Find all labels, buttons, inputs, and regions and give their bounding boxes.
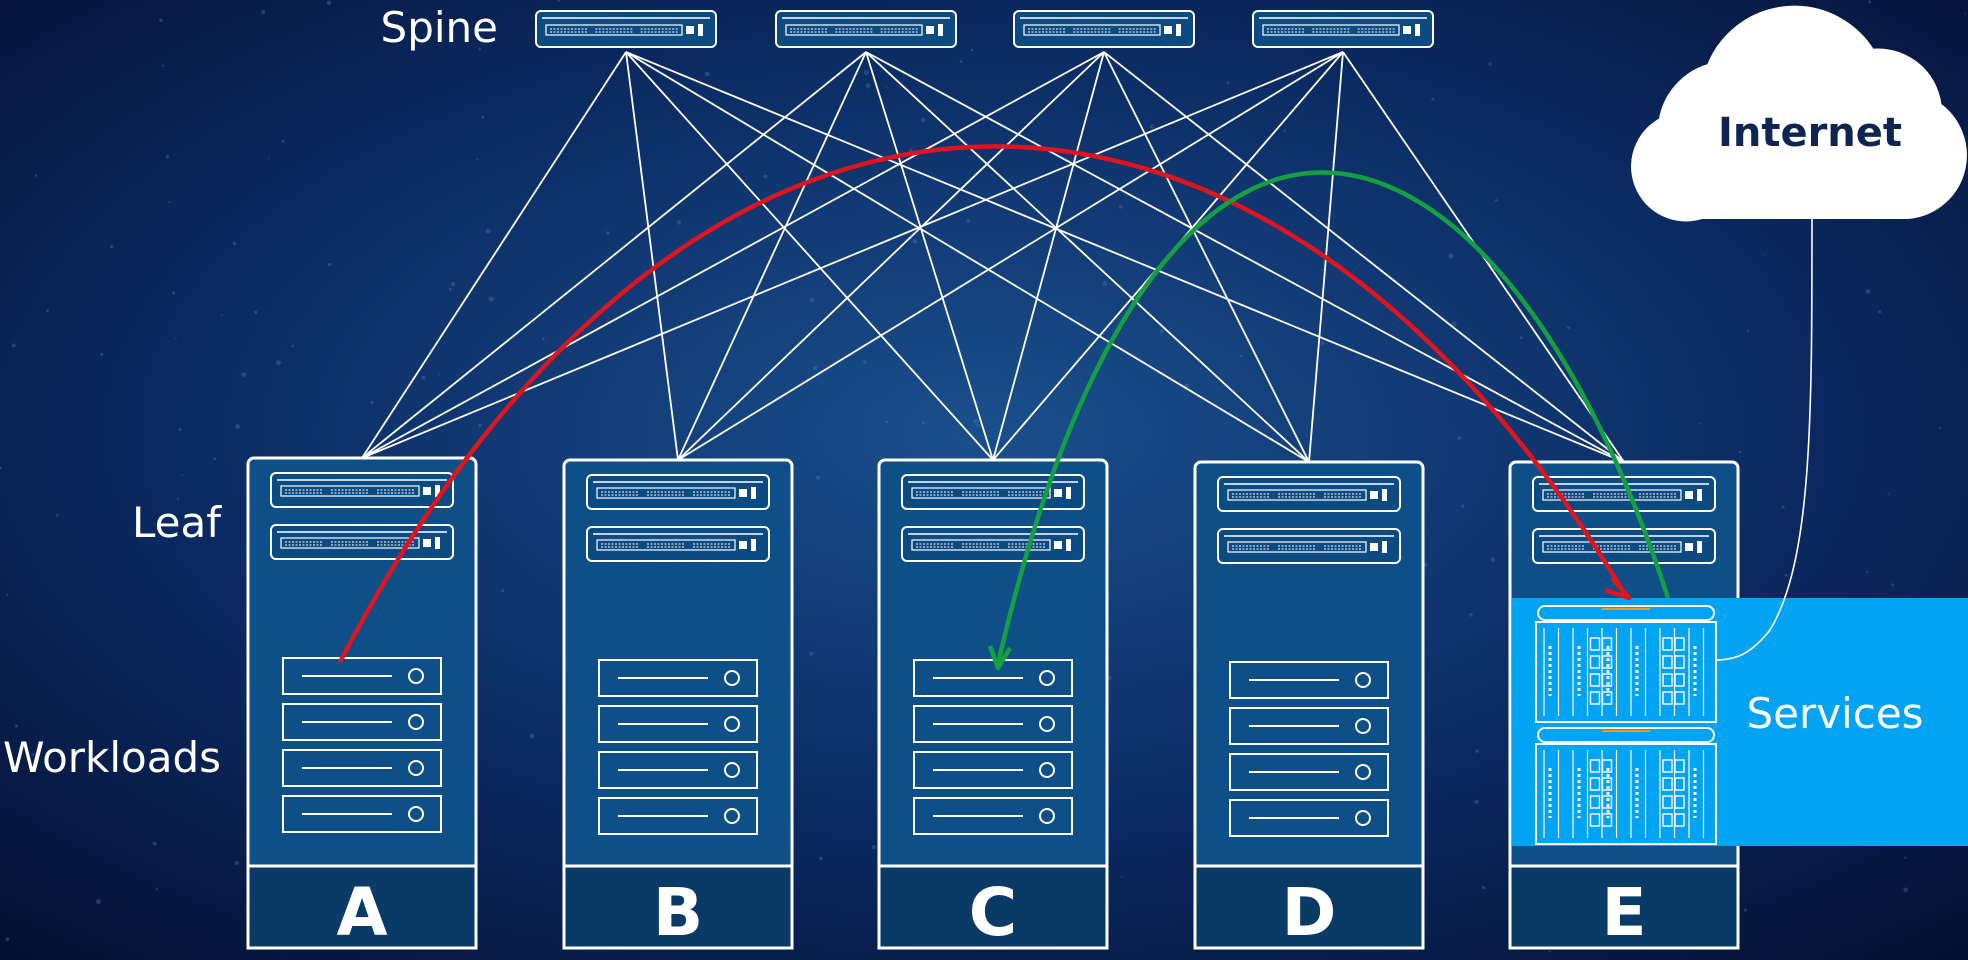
red-flow-arrowhead	[1604, 576, 1632, 601]
workloads-row-label: Workloads	[3, 733, 221, 782]
spine-leaf-link	[677, 51, 867, 461]
workload-server	[282, 749, 442, 787]
red-flow-arc	[338, 144, 1628, 664]
services-panel: Services	[1512, 598, 1968, 846]
rack-a: A	[246, 456, 478, 951]
leaf-switch	[270, 472, 454, 508]
spine-leaf-link	[1103, 51, 1625, 463]
workload-server	[598, 797, 758, 835]
rack-d: D	[1193, 460, 1425, 951]
service-appliance	[1535, 727, 1717, 845]
rack-label: D	[1282, 874, 1337, 951]
spine-switch	[535, 10, 717, 48]
spine-leaf-link	[361, 51, 627, 459]
leaf-switch	[1532, 528, 1716, 564]
spine-leaf-links	[361, 51, 1625, 463]
spine-leaf-link	[361, 51, 1105, 459]
workload-server	[282, 657, 442, 695]
internet-services-link	[1714, 211, 1813, 661]
internet-cloud: Internet	[1631, 5, 1967, 222]
spine-leaf-link	[677, 51, 1344, 461]
workload-server	[598, 659, 758, 697]
rack-b: B	[562, 458, 794, 951]
spine-switch	[775, 10, 957, 48]
green-flow-arc	[995, 170, 1671, 665]
leaf-switch	[1217, 476, 1401, 512]
rack-c: C	[877, 458, 1109, 951]
spine-leaf-link	[625, 51, 1310, 463]
spine-leaf-link	[865, 51, 1625, 463]
spine-leaf-link	[1103, 51, 1310, 463]
service-appliance	[1535, 605, 1717, 723]
leaf-switch	[901, 526, 1085, 562]
workload-server	[1229, 799, 1389, 837]
spine-leaf-link	[625, 51, 679, 461]
rack-label: B	[653, 874, 703, 951]
rack-label: E	[1601, 874, 1646, 951]
rack-row: A B C D E	[246, 456, 1740, 951]
rack-label: C	[969, 874, 1017, 951]
workload-server	[913, 797, 1073, 835]
traffic-flows	[338, 144, 1671, 671]
workload-server	[1229, 707, 1389, 745]
spine-leaf-link	[865, 51, 994, 461]
leaf-switch	[586, 526, 770, 562]
leaf-row-label: Leaf	[132, 498, 222, 547]
workload-server	[598, 751, 758, 789]
spine-leaf-link	[625, 51, 994, 461]
leaf-switch	[270, 524, 454, 560]
spine-leaf-link	[625, 51, 1625, 463]
spine-leaf-link	[677, 51, 1105, 461]
workload-server	[1229, 661, 1389, 699]
spine-leaf-link	[865, 51, 1310, 463]
green-flow-arrowhead	[987, 645, 1012, 671]
rack-label: A	[336, 874, 387, 951]
spine-switch	[1252, 10, 1434, 48]
spine-switch	[1013, 10, 1195, 48]
workload-server	[598, 705, 758, 743]
spine-row-label: Spine	[381, 3, 498, 52]
workload-server	[1229, 753, 1389, 791]
services-label: Services	[1746, 689, 1923, 738]
workload-server	[282, 703, 442, 741]
workload-server	[282, 795, 442, 833]
services-appliances	[1535, 605, 1717, 845]
leaf-switch	[586, 474, 770, 510]
internet-label: Internet	[1718, 110, 1902, 156]
spine-switches	[535, 10, 1434, 48]
leaf-switch	[1217, 528, 1401, 564]
spine-leaf-link	[361, 51, 867, 459]
spine-leaf-link	[992, 51, 1105, 461]
workload-server	[913, 705, 1073, 743]
leaf-switch	[901, 474, 1085, 510]
workload-server	[913, 751, 1073, 789]
leaf-switch	[1532, 476, 1716, 512]
spine-leaf-link	[361, 51, 1344, 459]
